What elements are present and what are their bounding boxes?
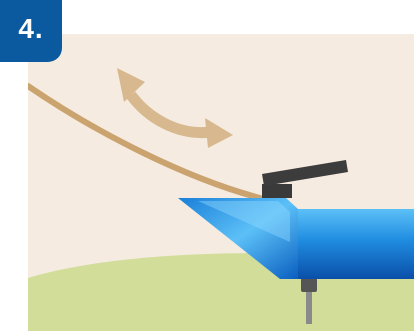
device-body-bar xyxy=(286,209,414,279)
device-body-highlight xyxy=(198,201,290,242)
illustration-svg xyxy=(28,34,414,331)
lever-handle-icon xyxy=(262,160,348,198)
double-headed-curved-arrow-icon xyxy=(117,68,233,148)
illustration-panel xyxy=(28,34,414,331)
metal-pin-icon xyxy=(301,278,317,324)
device-body-wedge xyxy=(178,198,298,279)
step-number-badge: 4. xyxy=(0,0,62,62)
cord xyxy=(28,83,263,201)
